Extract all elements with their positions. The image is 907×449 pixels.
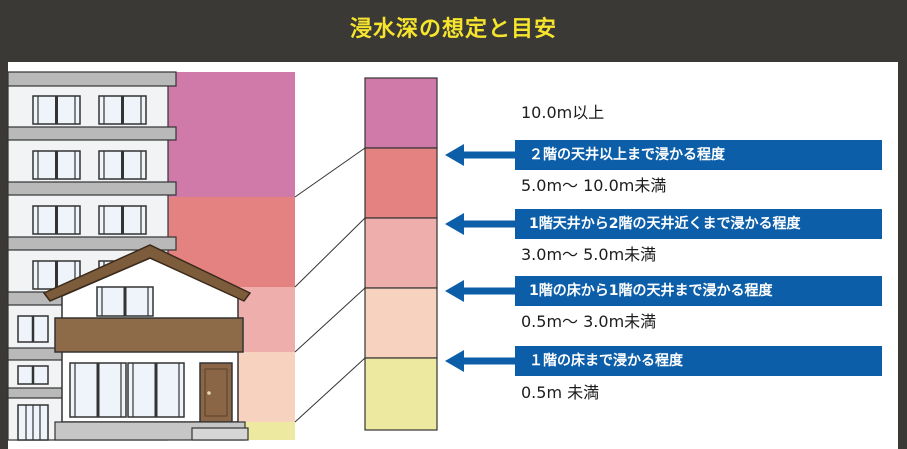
window: [69, 362, 127, 418]
connector-line: [294, 357, 366, 423]
window: [31, 94, 82, 126]
left-arrow-icon: [445, 144, 517, 166]
window: [17, 315, 49, 343]
left-arrow-icon: [445, 350, 517, 372]
depth-range-label: 10.0m以上: [521, 103, 605, 122]
window: [31, 149, 82, 181]
window: [97, 149, 148, 181]
house-floor-band: [54, 317, 244, 353]
floor-slab: [7, 236, 177, 251]
connector-line: [294, 217, 366, 288]
depth-band: [168, 72, 295, 197]
connector-line: [294, 147, 366, 198]
depth-range-label: 3.0m～ 5.0m未満: [521, 245, 657, 264]
floor-slab: [7, 181, 177, 196]
depth-scale-box: [364, 217, 438, 289]
window: [17, 365, 49, 385]
building-roof-slab: [7, 71, 177, 87]
window: [96, 286, 154, 317]
depth-scale: [364, 77, 438, 431]
description-text: １階の床まで浸かる程度: [529, 353, 683, 369]
description-banner: [515, 346, 882, 376]
floor-slab: [7, 387, 69, 399]
floor-slab: [7, 126, 177, 141]
left-arrow-icon: [445, 280, 517, 302]
description-text: ２階の天井以上まで浸かる程度: [529, 147, 725, 163]
depth-scale-box: [364, 147, 438, 219]
house: [42, 244, 252, 441]
door-handle: [207, 391, 211, 395]
house-roof: [42, 244, 252, 302]
depth-scale-box: [364, 357, 438, 431]
depth-range-label: 0.5m～ 3.0m未満: [521, 312, 657, 331]
depth-scale-box: [364, 77, 438, 149]
window: [31, 204, 82, 236]
description-banner: [515, 140, 882, 170]
depth-scale-box: [364, 287, 438, 359]
left-arrow-icon: [445, 213, 517, 235]
description-text: 1階の床から1階の天井まで浸かる程度: [529, 283, 773, 299]
window: [127, 362, 185, 418]
connector-lines: [294, 147, 366, 423]
description-text: 1階天井から2階の天井近くまで浸かる程度: [529, 216, 801, 232]
building-entrance: [17, 404, 49, 441]
connector-line: [294, 287, 366, 353]
description-banner: [515, 209, 882, 239]
house-door: [199, 362, 233, 423]
depth-range-label: 0.5m 未満: [521, 383, 600, 402]
window: [97, 94, 148, 126]
window: [97, 204, 148, 236]
description-banner: [515, 276, 882, 306]
depth-range-label: 5.0m～ 10.0m未満: [521, 176, 667, 195]
entrance-step: [191, 427, 249, 441]
page-title: 浸水深の想定と目安: [349, 17, 557, 42]
